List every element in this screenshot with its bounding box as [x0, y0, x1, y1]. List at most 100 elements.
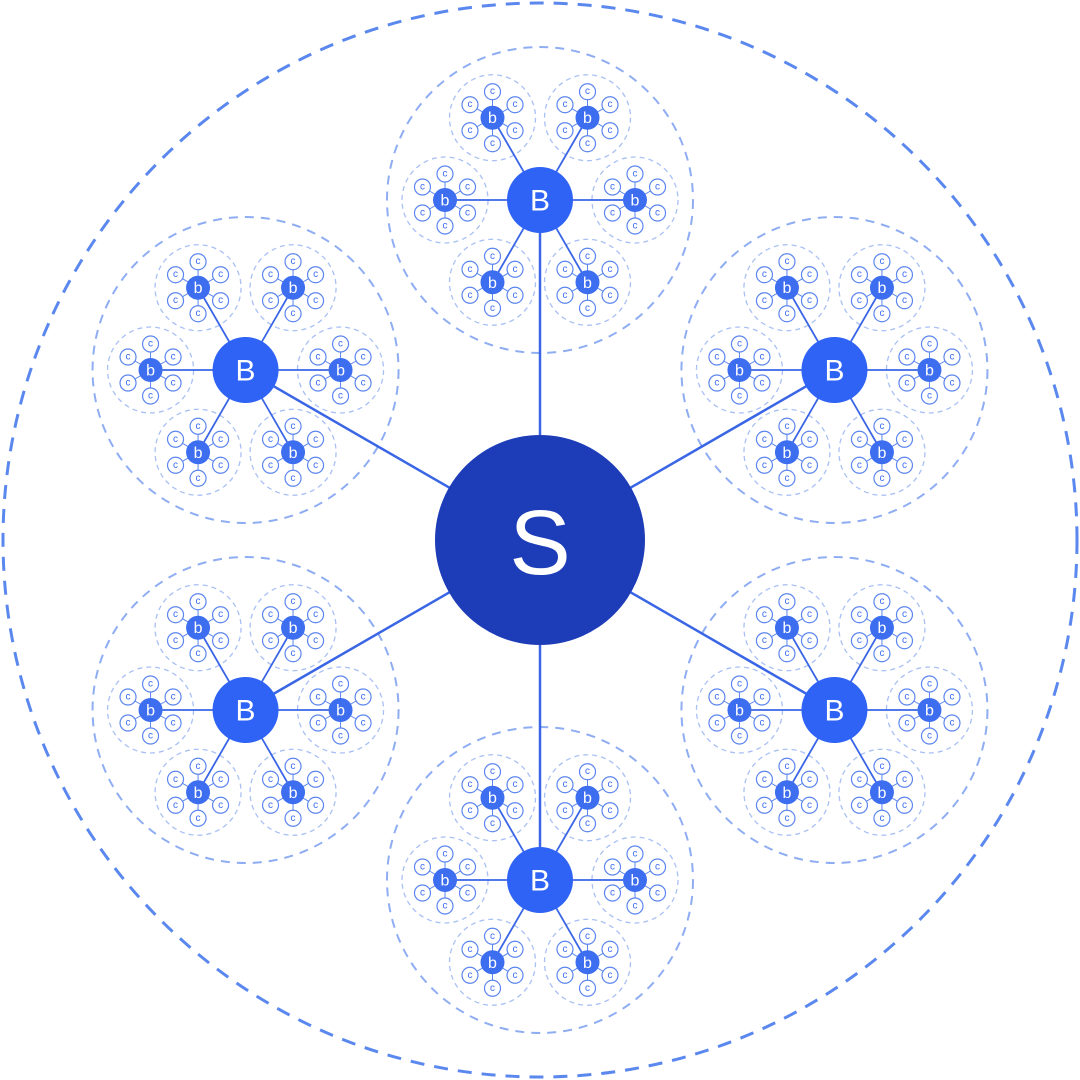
c-node: c: [119, 348, 137, 366]
c-node-label: c: [610, 182, 615, 193]
c-node-label: c: [268, 460, 273, 471]
small-b-node-circle: [433, 868, 457, 892]
small-b-node-label: b: [488, 790, 497, 807]
c-node: c: [556, 286, 574, 304]
c-node: c: [800, 292, 819, 310]
c-node-label: c: [879, 813, 884, 824]
c-node: c: [556, 940, 574, 958]
c-node: c: [800, 266, 819, 284]
c-node-label: c: [218, 434, 223, 445]
c-node-label: c: [316, 718, 321, 729]
small-b-node: b: [138, 698, 163, 722]
c-node-circle: [601, 96, 619, 114]
c-node: c: [626, 845, 644, 863]
c-node-label: c: [313, 800, 318, 811]
c-node-circle: [189, 305, 207, 323]
c-node-label: c: [902, 460, 907, 471]
c-node: c: [506, 776, 524, 794]
c-node: c: [331, 335, 350, 353]
small-b-node: b: [433, 868, 457, 892]
c-node-circle: [648, 858, 667, 876]
small-b-node: b: [328, 358, 353, 382]
small-b-node-circle: [869, 615, 894, 640]
c-node-circle: [755, 456, 774, 474]
c-node-label: c: [737, 679, 742, 690]
c-node-circle: [556, 776, 574, 794]
small-b-node: b: [328, 698, 353, 722]
b-node-circle: [212, 677, 279, 743]
c-node: c: [458, 858, 477, 876]
c-node-circle: [755, 796, 774, 814]
small-b-node: b: [727, 358, 752, 382]
c-node-circle: [778, 469, 796, 487]
c-node-circle: [578, 815, 597, 833]
c-node-label: c: [737, 339, 742, 350]
c-node: c: [778, 593, 796, 611]
small-b-node-label: b: [289, 620, 298, 637]
c-node-label: c: [807, 774, 812, 785]
c-node-circle: [753, 374, 771, 392]
small-b-boundary: [249, 748, 337, 836]
c-node: c: [189, 469, 207, 487]
c-node: c: [648, 204, 667, 222]
c-node: c: [626, 217, 644, 235]
c-node-label: c: [608, 125, 613, 136]
c-node: c: [211, 796, 230, 814]
c-node-circle: [895, 606, 914, 624]
b-cluster: ccccccbccccccbccccccbccccccbccccccbccccc…: [91, 538, 541, 864]
c-node-label: c: [173, 800, 178, 811]
small-b-node: b: [575, 950, 600, 975]
c-node-circle: [556, 966, 574, 984]
c-node-label: c: [879, 648, 884, 659]
c-node-label: c: [585, 86, 590, 97]
c-node-label: c: [196, 473, 201, 484]
small-b-node-label: b: [488, 275, 497, 292]
c-node: c: [755, 632, 774, 650]
small-b-boundary: [543, 74, 632, 162]
c-node-label: c: [173, 295, 178, 306]
small-b-boundary: [743, 584, 831, 672]
c-node-label: c: [171, 378, 176, 389]
c-node-label: c: [291, 761, 296, 772]
c-node-label: c: [218, 609, 223, 620]
c-node: c: [354, 348, 372, 366]
c-node-label: c: [490, 86, 495, 97]
c-node: c: [556, 260, 574, 278]
small-b-node: b: [480, 105, 505, 130]
c-node-circle: [458, 858, 477, 876]
small-b-node-label: b: [877, 785, 886, 802]
c-node-circle: [603, 858, 622, 876]
c-node: c: [506, 940, 524, 958]
c-node-label: c: [714, 718, 719, 729]
c-node-label: c: [857, 295, 862, 306]
small-b-node: b: [727, 698, 752, 722]
small-b-node-circle: [186, 275, 211, 300]
c-node-label: c: [762, 774, 767, 785]
c-node-label: c: [316, 692, 321, 703]
small-b-node-circle: [869, 275, 894, 300]
c-node: c: [164, 348, 182, 366]
c-node-label: c: [759, 352, 764, 363]
c-node: c: [601, 122, 619, 140]
small-b-node-circle: [727, 698, 752, 722]
c-node-label: c: [879, 308, 884, 319]
c-node-label: c: [610, 208, 615, 219]
c-node-label: c: [902, 635, 907, 646]
b-node: B: [507, 167, 573, 233]
c-node: c: [461, 966, 479, 984]
c-node-circle: [506, 966, 524, 984]
small-b-node-circle: [433, 188, 457, 212]
small-b-boundary: [543, 754, 632, 842]
c-node-circle: [189, 417, 207, 435]
c-node-circle: [119, 374, 137, 392]
c-node-circle: [873, 645, 891, 663]
small-b-node-label: b: [336, 363, 345, 380]
c-node-circle: [730, 675, 749, 693]
b-node-label: B: [236, 355, 256, 388]
c-node: c: [483, 927, 502, 945]
c-node-circle: [119, 714, 137, 732]
c-node-circle: [920, 727, 939, 745]
